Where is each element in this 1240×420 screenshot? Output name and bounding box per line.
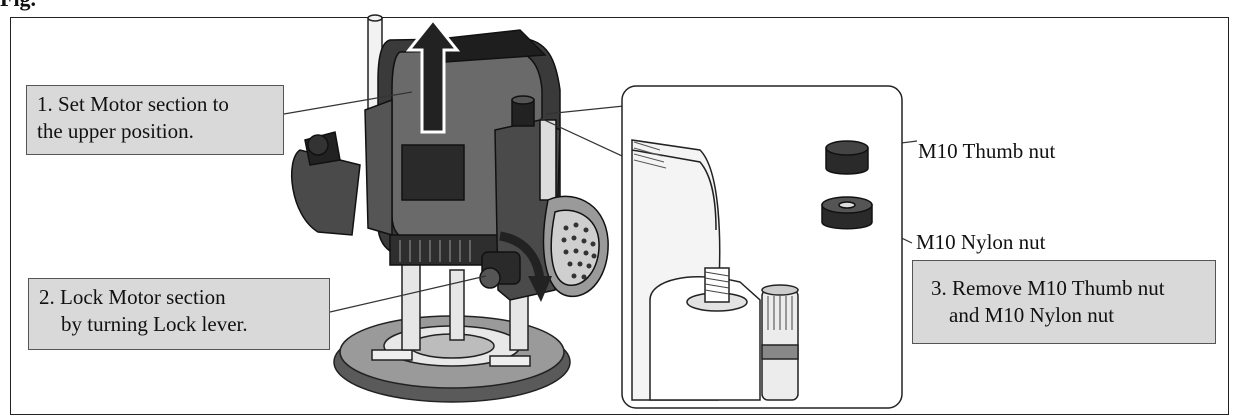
figure-frame — [10, 17, 1229, 415]
step1-callout: 1. Set Motor section to the upper positi… — [26, 85, 284, 155]
nylon-nut-icon — [821, 196, 873, 230]
step2-line2: by turning Lock lever. — [61, 312, 248, 336]
rotate-arrow-icon — [499, 231, 552, 302]
detail-inset — [621, 85, 903, 409]
step1-line1: 1. Set Motor section to — [37, 92, 229, 116]
step1-line2: the upper position. — [37, 119, 194, 143]
nylon-nut-label: M10 Nylon nut — [916, 230, 1046, 254]
step2-line1: 2. Lock Motor section — [39, 285, 226, 309]
thumb-nut-label: M10 Thumb nut — [918, 139, 1056, 163]
step2-callout: 2. Lock Motor section by turning Lock le… — [28, 278, 330, 350]
right-handle — [542, 195, 609, 298]
step3-line1: 3. Remove M10 Thumb nut — [931, 276, 1165, 300]
step3-callout: 3. Remove M10 Thumb nut and M10 Nylon nu… — [912, 260, 1216, 344]
lock-lever — [479, 251, 521, 289]
step3-line2: and M10 Nylon nut — [949, 303, 1115, 327]
up-arrow-icon — [405, 17, 461, 134]
thumb-nut-icon — [825, 140, 869, 175]
figure-label: Fig. — [0, 0, 36, 12]
left-handle — [290, 131, 361, 236]
